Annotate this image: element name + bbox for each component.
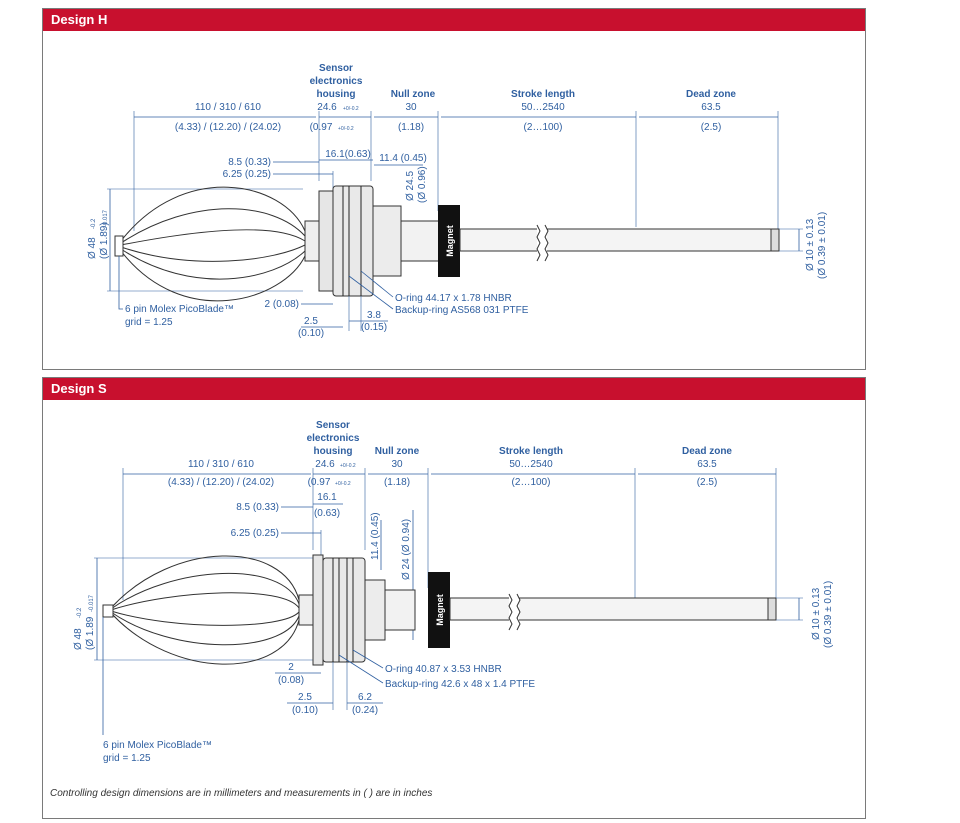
h-dim-25-mm: 2.5 xyxy=(304,316,318,327)
s-header-sensor-2: electronics xyxy=(307,433,360,444)
h-dim-housing-in-tol: +0/-0.2 xyxy=(338,126,354,132)
h-dim-114: 11.4 (0.45) xyxy=(379,153,427,164)
s-dim-d24: Ø 24 (Ø 0.94) xyxy=(401,519,412,580)
h-header-sensor-2: electronics xyxy=(310,76,363,87)
h-header-dead: Dead zone xyxy=(686,89,736,100)
h-backup-note: Backup-ring AS568 031 PTFE xyxy=(395,305,529,316)
h-grid-note: grid = 1.25 xyxy=(125,317,173,328)
s-header-dead: Dead zone xyxy=(682,446,732,457)
s-header-sensor-1: Sensor xyxy=(316,420,350,431)
h-magnet-label: Magnet xyxy=(445,225,455,257)
s-dim-161-in: (0.63) xyxy=(314,508,340,519)
h-dim-d48-in-tol: -0.017 xyxy=(103,209,109,227)
s-dim-114: 11.4 (0.45) xyxy=(370,512,381,560)
s-dim-62-mm: 6.2 xyxy=(358,692,372,703)
s-dim-cable-mm: 110 / 310 / 610 xyxy=(188,459,254,470)
s-grid-note: grid = 1.25 xyxy=(103,753,151,764)
h-header-null: Null zone xyxy=(391,89,436,100)
s-dim-25-mm: 2.5 xyxy=(298,692,312,703)
s-dim-62-in: (0.24) xyxy=(352,705,378,716)
h-header-sensor-3: housing xyxy=(317,89,356,100)
h-dim-d096: (Ø 0.96) xyxy=(417,166,428,203)
s-dim-housing-tol: +0/-0.2 xyxy=(340,463,356,469)
design-h-panel: Design H Sensor electronics housing Null… xyxy=(42,8,866,370)
h-dim-625: 6.25 (0.25) xyxy=(223,169,271,180)
s-dim-housing-in-tol: +0/-0.2 xyxy=(335,481,351,487)
design-s-panel: Design S Sensor electronics housing Null… xyxy=(42,377,866,819)
s-dim-d48: Ø 48 xyxy=(73,628,84,650)
h-dim-d10: Ø 10 ± 0.13 xyxy=(805,218,816,271)
s-molex-note: 6 pin Molex PicoBlade™ xyxy=(103,740,212,751)
h-dim-d245: Ø 24.5 xyxy=(405,171,416,201)
s-dim-stroke-mm: 50…2540 xyxy=(509,459,553,470)
s-dim-dead-in: (2.5) xyxy=(697,477,718,488)
design-h-drawing: Sensor electronics housing Null zone Str… xyxy=(87,63,828,339)
s-dim-d48-in: (Ø 1.89 xyxy=(85,616,96,650)
h-dim-2: 2 (0.08) xyxy=(265,299,299,310)
s-dim-housing-in: (0.97 xyxy=(308,477,331,488)
h-dim-cable-in: (4.33) / (12.20) / (24.02) xyxy=(175,122,281,133)
s-dim-2-mm: 2 xyxy=(288,662,294,673)
h-dim-dead-mm: 63.5 xyxy=(701,102,721,113)
s-header-null: Null zone xyxy=(375,446,420,457)
s-backup-note: Backup-ring 42.6 x 48 x 1.4 PTFE xyxy=(385,679,535,690)
s-dim-cable-in: (4.33) / (12.20) / (24.02) xyxy=(168,477,274,488)
h-dim-d10-in: (Ø 0.39 ± 0.01) xyxy=(817,212,828,279)
s-dim-2-in: (0.08) xyxy=(278,675,304,686)
s-dim-161-mm: 16.1 xyxy=(317,492,337,503)
h-dim-stroke-in: (2…100) xyxy=(524,122,563,133)
s-magnet-label: Magnet xyxy=(435,594,445,626)
h-dim-38-in: (0.15) xyxy=(361,322,387,333)
h-dim-housing-in: (0.97 xyxy=(310,122,333,133)
footnote: Controlling design dimensions are in mil… xyxy=(50,788,433,799)
h-dim-d48-in: (Ø 1.89) xyxy=(99,222,110,259)
h-dim-stroke-mm: 50…2540 xyxy=(521,102,565,113)
h-oring-note: O-ring 44.17 x 1.78 HNBR xyxy=(395,293,512,304)
design-s-drawing: Sensor electronics housing Null zone Str… xyxy=(73,420,834,764)
h-dim-161: 16.1(0.63) xyxy=(325,149,371,160)
s-header-stroke: Stroke length xyxy=(499,446,563,457)
h-dim-38-mm: 3.8 xyxy=(367,310,381,321)
h-dim-25-in: (0.10) xyxy=(298,328,324,339)
h-dim-null-in: (1.18) xyxy=(398,122,424,133)
s-dim-85: 8.5 (0.33) xyxy=(236,502,279,513)
s-dim-d10-in: (Ø 0.39 ± 0.01) xyxy=(823,581,834,648)
s-dim-stroke-in: (2…100) xyxy=(512,477,551,488)
s-dim-dead-mm: 63.5 xyxy=(697,459,717,470)
s-oring-note: O-ring 40.87 x 3.53 HNBR xyxy=(385,664,502,675)
h-dim-housing-mm: 24.6 xyxy=(317,102,337,113)
s-header-sensor-3: housing xyxy=(314,446,353,457)
h-dim-housing-tol: +0/-0.2 xyxy=(343,106,359,112)
h-dim-d48-tol: -0.2 xyxy=(91,218,97,229)
design-h-title: Design H xyxy=(43,9,865,31)
h-molex-note: 6 pin Molex PicoBlade™ xyxy=(125,304,234,315)
s-dim-d48-tol: -0.2 xyxy=(77,607,83,618)
h-dim-null-mm: 30 xyxy=(405,102,417,113)
h-header-stroke: Stroke length xyxy=(511,89,575,100)
h-dim-d48: Ø 48 xyxy=(87,237,98,259)
design-s-title: Design S xyxy=(43,378,865,400)
h-dim-cable-mm: 110 / 310 / 610 xyxy=(195,102,261,113)
s-dim-625: 6.25 (0.25) xyxy=(231,528,279,539)
s-dim-null-mm: 30 xyxy=(391,459,403,470)
s-dim-d48-in-tol: -0.017 xyxy=(89,594,95,612)
s-dim-d10: Ø 10 ± 0.13 xyxy=(811,587,822,640)
s-dim-null-in: (1.18) xyxy=(384,477,410,488)
h-dim-85: 8.5 (0.33) xyxy=(228,157,271,168)
h-header-sensor-1: Sensor xyxy=(319,63,353,74)
s-dim-housing-mm: 24.6 xyxy=(315,459,335,470)
h-dim-dead-in: (2.5) xyxy=(701,122,722,133)
s-dim-25-in: (0.10) xyxy=(292,705,318,716)
